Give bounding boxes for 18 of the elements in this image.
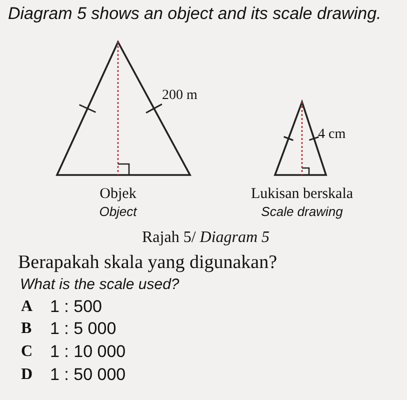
dimension-label: 200 m [162,88,198,104]
drawing-heading: Lukisan berskala [250,186,354,203]
option-text: 1 : 500 [50,297,102,317]
option-letter: D [21,366,33,384]
option-letter: C [21,343,33,361]
diagram-caption: Rajah 5/ Diagram 5 [142,229,270,247]
question-translation: What is the scale used? [20,276,180,293]
option-text: 1 : 10 000 [50,342,126,362]
drawing-subheading: Object [98,204,138,219]
option-letter: B [21,320,32,338]
drawing-heading: Objek [98,186,138,203]
drawing-subheading: Scale drawing [260,204,344,219]
diagram-title: Diagram 5 shows an object and its scale drawing. [8,4,382,24]
question-text: Berapakah skala yang digunakan? [18,252,278,274]
option-letter: A [21,298,33,316]
option-text: 1 : 5 000 [50,319,116,339]
dimension-label: 4 cm [318,127,346,143]
option-text: 1 : 50 000 [50,365,126,385]
